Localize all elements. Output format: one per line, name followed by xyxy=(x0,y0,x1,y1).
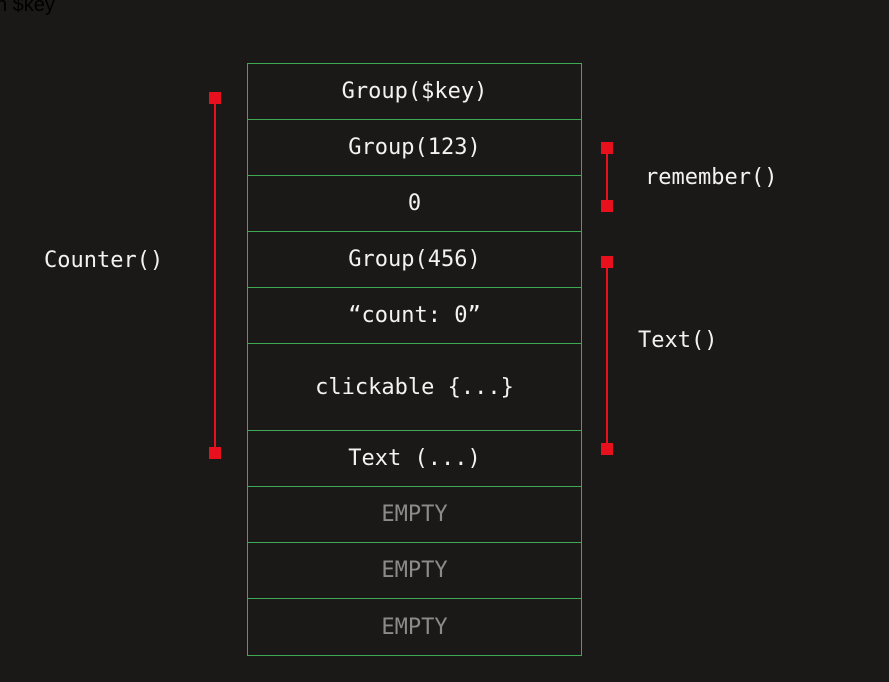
bracket-line xyxy=(606,262,608,449)
bracket-cap xyxy=(209,447,221,459)
slot-value-0: 0 xyxy=(248,176,581,232)
slot-count-string: “count: 0” xyxy=(248,288,581,344)
remember-label: remember() xyxy=(645,165,778,190)
text-label: Text() xyxy=(638,328,718,353)
bracket-cap xyxy=(601,200,613,212)
caption-text: n $key xyxy=(0,0,55,16)
slot-empty: EMPTY xyxy=(248,487,581,543)
slot-empty: EMPTY xyxy=(381,614,448,640)
text-bracket xyxy=(601,256,613,455)
counter-label: Counter() xyxy=(44,248,164,273)
slot-text-call: Text (...) xyxy=(248,431,581,487)
bracket-line xyxy=(606,148,608,206)
counter-bracket xyxy=(209,92,221,459)
bracket-cap xyxy=(601,443,613,455)
bracket-cap xyxy=(601,256,613,268)
slot-group-456: Group(456) xyxy=(248,232,581,288)
bracket-line xyxy=(214,98,216,453)
slot-group-123: Group(123) xyxy=(248,120,581,176)
slot-group-key: Group($key) xyxy=(248,64,581,120)
bracket-cap xyxy=(601,142,613,154)
remember-bracket xyxy=(601,142,613,212)
bracket-cap xyxy=(209,92,221,104)
slot-table: Group($key) Group(123) 0 Group(456) “cou… xyxy=(247,63,582,656)
slot-empty: EMPTY xyxy=(248,543,581,599)
slot-clickable: clickable {...} xyxy=(248,344,581,431)
